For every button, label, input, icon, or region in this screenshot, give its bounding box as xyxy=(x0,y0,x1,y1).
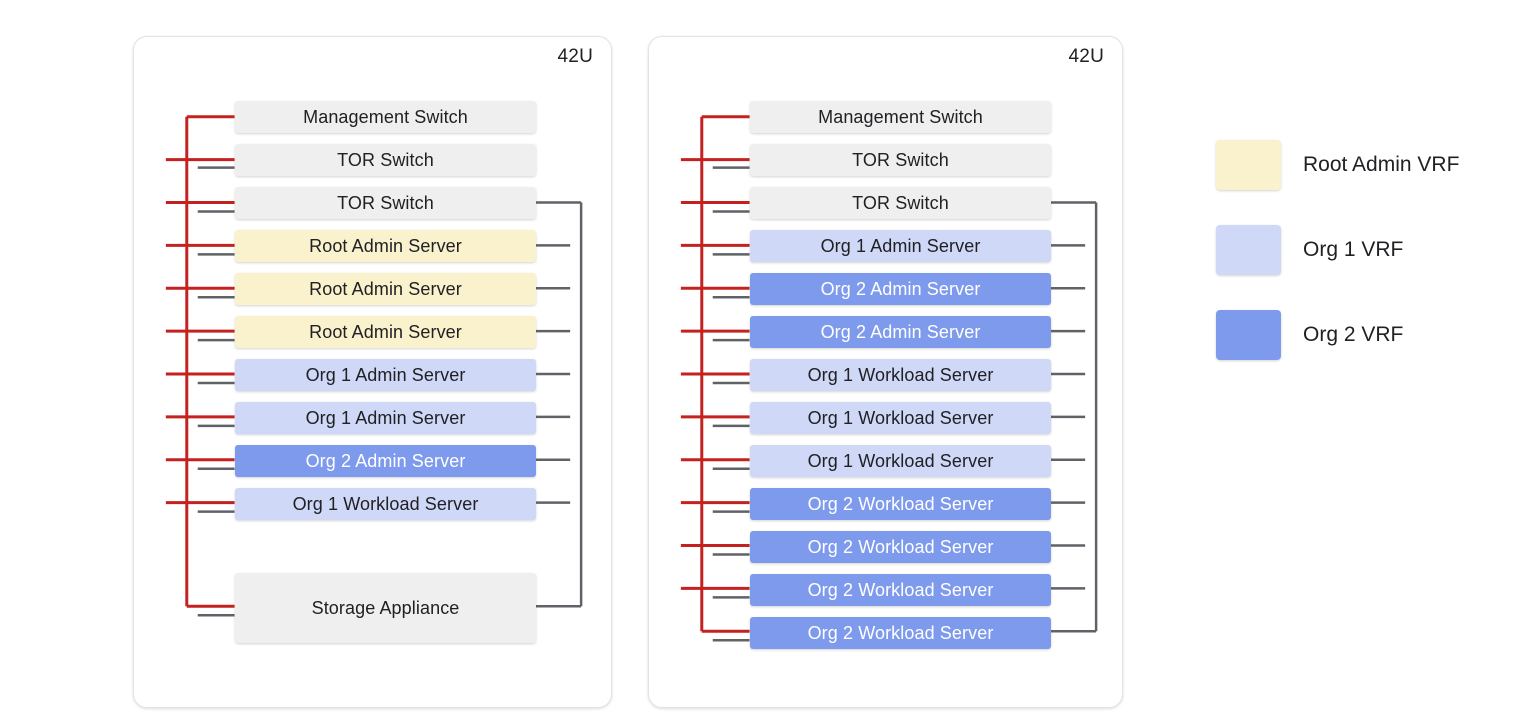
device-label: Org 2 Admin Server xyxy=(305,450,466,471)
device-row[interactable]: Org 2 Workload Server xyxy=(750,574,1051,606)
legend-swatch-org2 xyxy=(1216,310,1281,360)
device-row[interactable]: Root Admin Server xyxy=(235,273,536,305)
device-label: Org 2 Workload Server xyxy=(807,579,994,600)
device-label: Storage Appliance xyxy=(311,597,460,618)
device-label: Root Admin Server xyxy=(309,321,462,342)
rack-capacity-label: 42U xyxy=(1068,46,1104,67)
vrf-legend: Root Admin VRF Org 1 VRF Org 2 VRF xyxy=(1216,140,1516,360)
legend-label: Org 1 VRF xyxy=(1303,238,1404,261)
device-label: Management Switch xyxy=(303,106,468,127)
device-label: Org 1 Workload Server xyxy=(292,493,479,514)
device-label: Org 1 Admin Server xyxy=(305,364,466,385)
legend-label: Root Admin VRF xyxy=(1303,153,1460,176)
legend-item: Org 1 VRF xyxy=(1216,225,1516,275)
device-row[interactable]: Org 1 Workload Server xyxy=(750,359,1051,391)
device-row[interactable]: Org 1 Workload Server xyxy=(750,402,1051,434)
device-label: Root Admin Server xyxy=(309,235,462,256)
device-label: Root Admin Server xyxy=(309,278,462,299)
device-row[interactable]: Storage Appliance xyxy=(235,573,536,643)
device-label: Org 2 Workload Server xyxy=(807,493,994,514)
device-label: Org 1 Workload Server xyxy=(807,450,994,471)
device-label: Management Switch xyxy=(818,106,983,127)
device-row[interactable]: Org 2 Workload Server xyxy=(750,617,1051,649)
device-row[interactable]: TOR Switch xyxy=(235,187,536,219)
legend-label: Org 2 VRF xyxy=(1303,323,1404,346)
device-row[interactable]: TOR Switch xyxy=(750,187,1051,219)
device-label: Org 2 Workload Server xyxy=(807,536,994,557)
device-label: Org 2 Workload Server xyxy=(807,622,994,643)
device-row[interactable]: Org 2 Admin Server xyxy=(750,316,1051,348)
device-row[interactable]: Management Switch xyxy=(235,101,536,133)
device-row[interactable]: Root Admin Server xyxy=(235,230,536,262)
device-row[interactable]: Management Switch xyxy=(750,101,1051,133)
legend-item: Org 2 VRF xyxy=(1216,310,1516,360)
device-label: TOR Switch xyxy=(337,149,434,170)
device-row[interactable]: Org 1 Admin Server xyxy=(235,359,536,391)
device-label: Org 1 Admin Server xyxy=(305,407,466,428)
legend-item: Root Admin VRF xyxy=(1216,140,1516,190)
device-label: Org 1 Workload Server xyxy=(807,407,994,428)
device-label: Org 2 Admin Server xyxy=(820,321,981,342)
device-row[interactable]: Org 2 Admin Server xyxy=(235,445,536,477)
device-row[interactable]: Org 1 Workload Server xyxy=(235,488,536,520)
device-row[interactable]: Org 1 Admin Server xyxy=(750,230,1051,262)
device-label: TOR Switch xyxy=(852,192,949,213)
device-row[interactable]: TOR Switch xyxy=(235,144,536,176)
device-row[interactable]: Root Admin Server xyxy=(235,316,536,348)
device-label: Org 1 Admin Server xyxy=(820,235,981,256)
device-label: Org 2 Admin Server xyxy=(820,278,981,299)
device-row[interactable]: Org 1 Admin Server xyxy=(235,402,536,434)
device-row[interactable]: TOR Switch xyxy=(750,144,1051,176)
device-row[interactable]: Org 2 Admin Server xyxy=(750,273,1051,305)
legend-swatch-org1 xyxy=(1216,225,1281,275)
legend-swatch-root xyxy=(1216,140,1281,190)
device-row[interactable]: Org 1 Workload Server xyxy=(750,445,1051,477)
device-label: TOR Switch xyxy=(337,192,434,213)
device-label: Org 1 Workload Server xyxy=(807,364,994,385)
device-label: TOR Switch xyxy=(852,149,949,170)
device-row[interactable]: Org 2 Workload Server xyxy=(750,531,1051,563)
rack-capacity-label: 42U xyxy=(557,46,593,67)
device-row[interactable]: Org 2 Workload Server xyxy=(750,488,1051,520)
